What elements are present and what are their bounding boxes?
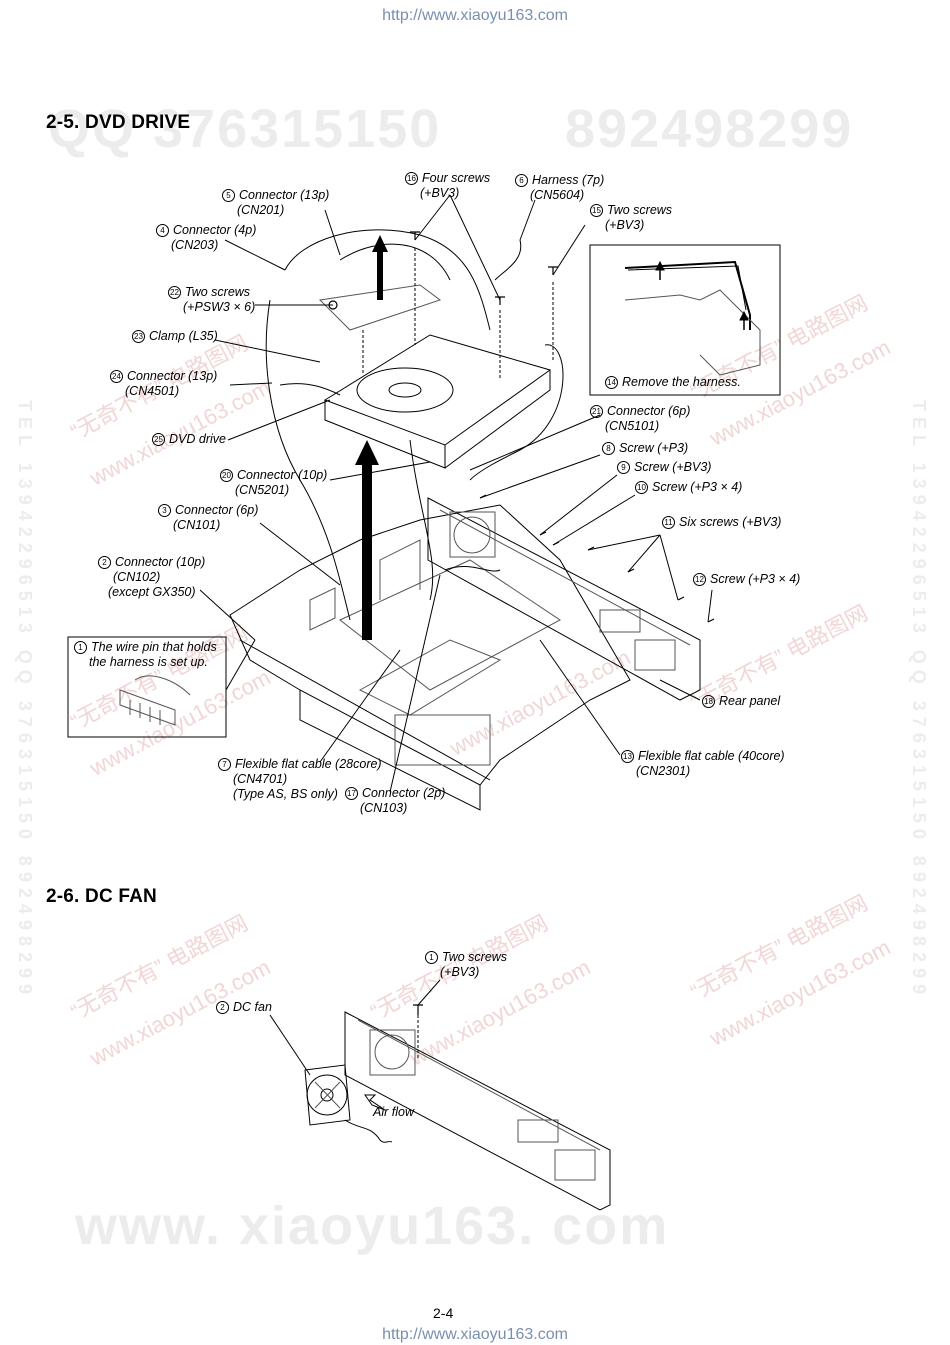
watermark-url: www. xiaoyu163. com xyxy=(75,1196,670,1256)
section-title-dvd-drive: 2-5. DVD DRIVE xyxy=(46,112,191,133)
label-air-flow: Air flow xyxy=(373,1105,414,1119)
watermark-number: 892498299 xyxy=(565,99,854,159)
watermark-qq: QQ 376315150 xyxy=(48,99,442,159)
footer-url[interactable]: http://www.xiaoyu163.com xyxy=(382,1326,568,1343)
page-number: 2-4 xyxy=(433,1305,454,1321)
section-title-dc-fan: 2-6. DC FAN xyxy=(46,886,157,907)
watermark-right-vertical: TEL 13942296513 QQ 376315150 892498299 xyxy=(909,400,929,1000)
watermark-left-vertical: TEL 13942296513 QQ 376315150 892498299 xyxy=(15,400,35,1000)
header-url[interactable]: http://www.xiaoyu163.com xyxy=(382,7,568,24)
